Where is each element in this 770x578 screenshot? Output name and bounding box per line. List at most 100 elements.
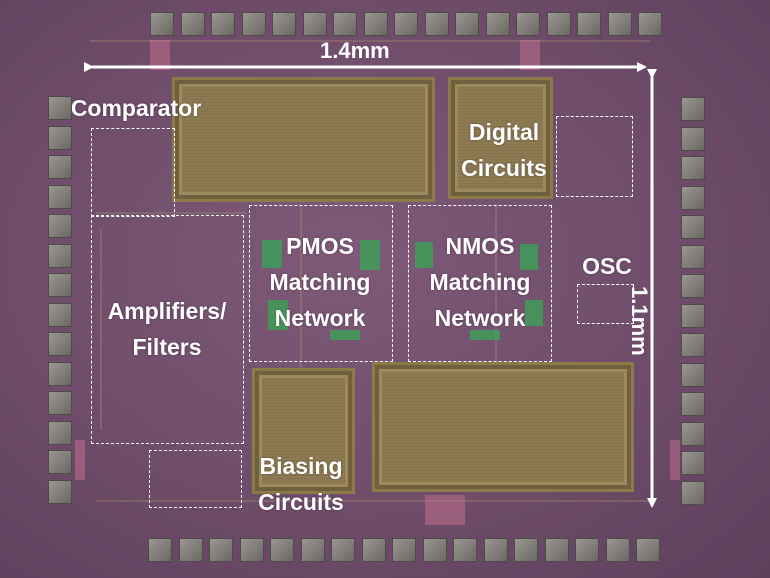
bond-pad bbox=[544, 538, 569, 562]
bond-pad bbox=[48, 479, 72, 504]
capacitor-array bbox=[252, 368, 355, 494]
routing-trace bbox=[96, 212, 246, 214]
bond-pad bbox=[681, 97, 705, 121]
bond-pad bbox=[575, 538, 599, 562]
bond-pad bbox=[48, 361, 72, 386]
bond-pad bbox=[48, 243, 72, 268]
bond-pad bbox=[178, 538, 203, 562]
bond-pad bbox=[302, 12, 327, 36]
width-dimension-label: 1.4mm bbox=[320, 38, 390, 63]
pink-metal-region bbox=[75, 440, 85, 480]
bond-pad bbox=[514, 538, 538, 562]
bond-pad bbox=[48, 332, 72, 356]
bond-pad bbox=[681, 392, 705, 416]
osc-box bbox=[577, 284, 634, 324]
bond-pad bbox=[150, 12, 174, 36]
bond-pad bbox=[636, 538, 660, 562]
bond-pad bbox=[48, 214, 72, 238]
bond-pad bbox=[681, 126, 705, 151]
bond-pad bbox=[681, 421, 705, 446]
bond-pad bbox=[394, 12, 418, 36]
bond-pad bbox=[681, 244, 705, 269]
bond-pad bbox=[331, 538, 355, 562]
bond-pad bbox=[239, 538, 264, 562]
bond-pad bbox=[361, 538, 386, 562]
capacitor-array bbox=[372, 362, 634, 492]
routing-trace bbox=[90, 40, 650, 42]
bond-pad bbox=[180, 12, 205, 36]
biasing-circuits-box bbox=[149, 450, 242, 508]
bond-pad bbox=[424, 12, 449, 36]
osc-label: OSC bbox=[582, 253, 632, 279]
height-dimension-label: 1.1mm bbox=[627, 286, 652, 356]
amplifiers-filters-label: Amplifiers/ Filters bbox=[107, 298, 227, 360]
pmos-transistor-area bbox=[268, 300, 288, 330]
bond-pad bbox=[577, 12, 601, 36]
bond-pad bbox=[148, 538, 172, 562]
bond-pad bbox=[48, 125, 72, 150]
nmos-matching-network-label: NMOS Matching Network bbox=[429, 233, 531, 331]
bond-pad bbox=[270, 538, 294, 562]
pmos-transistor-area bbox=[262, 240, 282, 268]
bond-pad bbox=[48, 184, 72, 209]
bond-pad bbox=[241, 12, 266, 36]
bond-pad bbox=[211, 12, 235, 36]
bond-pad bbox=[392, 538, 416, 562]
digital-circuits-box bbox=[556, 116, 633, 197]
routing-trace bbox=[96, 500, 656, 502]
routing-trace bbox=[495, 205, 497, 365]
bond-pad bbox=[363, 12, 388, 36]
comparator-box bbox=[91, 128, 175, 217]
bond-pad bbox=[607, 12, 632, 36]
bond-pad bbox=[422, 538, 447, 562]
bond-pad bbox=[546, 12, 571, 36]
bond-pad bbox=[48, 420, 72, 445]
bond-pad bbox=[605, 538, 630, 562]
bond-pad bbox=[300, 538, 325, 562]
nmos-transistor-area bbox=[470, 330, 500, 340]
comparator-label: Comparator bbox=[70, 95, 202, 121]
bond-pad bbox=[48, 302, 72, 327]
bond-pad bbox=[638, 12, 662, 36]
bond-pad bbox=[272, 12, 296, 36]
biasing-circuits-label: Biasing Circuits bbox=[258, 453, 344, 515]
bond-pad bbox=[48, 155, 72, 179]
bond-pad bbox=[516, 12, 540, 36]
bond-pad bbox=[483, 538, 508, 562]
capacitor-array bbox=[448, 77, 553, 199]
bond-pad bbox=[681, 303, 705, 328]
nmos-matching-box bbox=[408, 205, 552, 362]
bond-pad bbox=[48, 96, 72, 120]
bond-pad bbox=[681, 362, 705, 387]
bond-pad bbox=[681, 333, 705, 357]
nmos-transistor-area bbox=[415, 242, 433, 268]
bond-pad bbox=[48, 391, 72, 415]
pink-metal-region bbox=[670, 440, 680, 480]
bond-pad bbox=[453, 538, 477, 562]
routing-trace bbox=[300, 205, 302, 375]
bond-pad bbox=[681, 215, 705, 239]
bond-pad bbox=[485, 12, 510, 36]
pmos-transistor-area bbox=[330, 330, 360, 340]
routing-trace bbox=[100, 230, 102, 430]
bond-pad bbox=[681, 274, 705, 298]
bond-pad bbox=[681, 156, 705, 180]
capacitor-array bbox=[172, 77, 435, 202]
pink-metal-region bbox=[425, 495, 465, 525]
amplifiers-filters-box bbox=[91, 215, 244, 444]
pmos-matching-box bbox=[249, 205, 393, 362]
bond-pad bbox=[681, 451, 705, 475]
bond-pad bbox=[209, 538, 233, 562]
bond-pad bbox=[48, 450, 72, 474]
pmos-transistor-area bbox=[360, 240, 380, 270]
bond-pad bbox=[681, 185, 705, 210]
digital-circuits-label: Digital Circuits bbox=[461, 119, 547, 181]
nmos-transistor-area bbox=[525, 300, 543, 326]
pmos-matching-network-label: PMOS Matching Network bbox=[269, 233, 371, 331]
bond-pad bbox=[455, 12, 479, 36]
bond-pad bbox=[333, 12, 357, 36]
bond-pad bbox=[48, 273, 72, 297]
nmos-transistor-area bbox=[520, 244, 538, 270]
